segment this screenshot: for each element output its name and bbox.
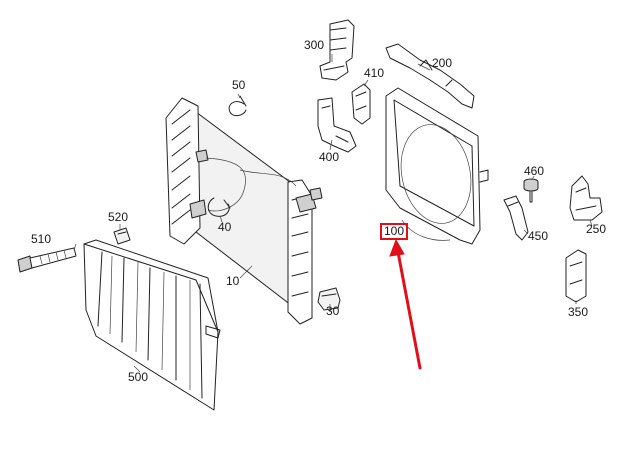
label-100-highlighted[interactable]: 100 — [380, 223, 409, 240]
part-30-rubber-mount[interactable] — [317, 287, 341, 311]
label-50[interactable]: 50 — [232, 78, 246, 92]
part-50-clip[interactable] — [228, 95, 247, 117]
part-520-clip[interactable] — [113, 227, 131, 245]
label-410[interactable]: 410 — [364, 66, 385, 80]
part-40-clip[interactable] — [207, 197, 231, 217]
part-510-bolt[interactable] — [17, 247, 77, 273]
label-40[interactable]: 40 — [218, 220, 232, 234]
part-460-screw[interactable] — [523, 178, 539, 203]
label-300[interactable]: 300 — [304, 38, 325, 52]
label-500[interactable]: 500 — [128, 370, 149, 384]
label-450[interactable]: 450 — [528, 229, 549, 243]
part-350-side-strip[interactable] — [565, 249, 587, 303]
part-450-bracket[interactable] — [503, 195, 529, 241]
label-510[interactable]: 510 — [31, 232, 52, 246]
label-10[interactable]: 10 — [226, 274, 240, 288]
label-350[interactable]: 350 — [568, 305, 589, 319]
label-400[interactable]: 400 — [319, 150, 340, 164]
label-200[interactable]: 200 — [432, 56, 453, 70]
part-410-bracket[interactable] — [351, 83, 371, 125]
leader-lines — [73, 54, 593, 373]
highlight-arrow — [389, 238, 422, 370]
label-30[interactable]: 30 — [326, 304, 340, 318]
part-500-louvre-panel[interactable] — [83, 239, 221, 411]
part-300-bracket[interactable] — [319, 19, 355, 81]
label-520[interactable]: 520 — [108, 210, 129, 224]
part-10-radiator[interactable] — [165, 97, 323, 325]
label-460[interactable]: 460 — [524, 164, 545, 178]
part-100-fan-shroud[interactable] — [385, 87, 489, 245]
part-200-seal-strip[interactable] — [385, 43, 475, 109]
part-250-bracket[interactable] — [569, 175, 603, 221]
part-400-bracket[interactable] — [317, 97, 357, 153]
label-250[interactable]: 250 — [586, 222, 607, 236]
